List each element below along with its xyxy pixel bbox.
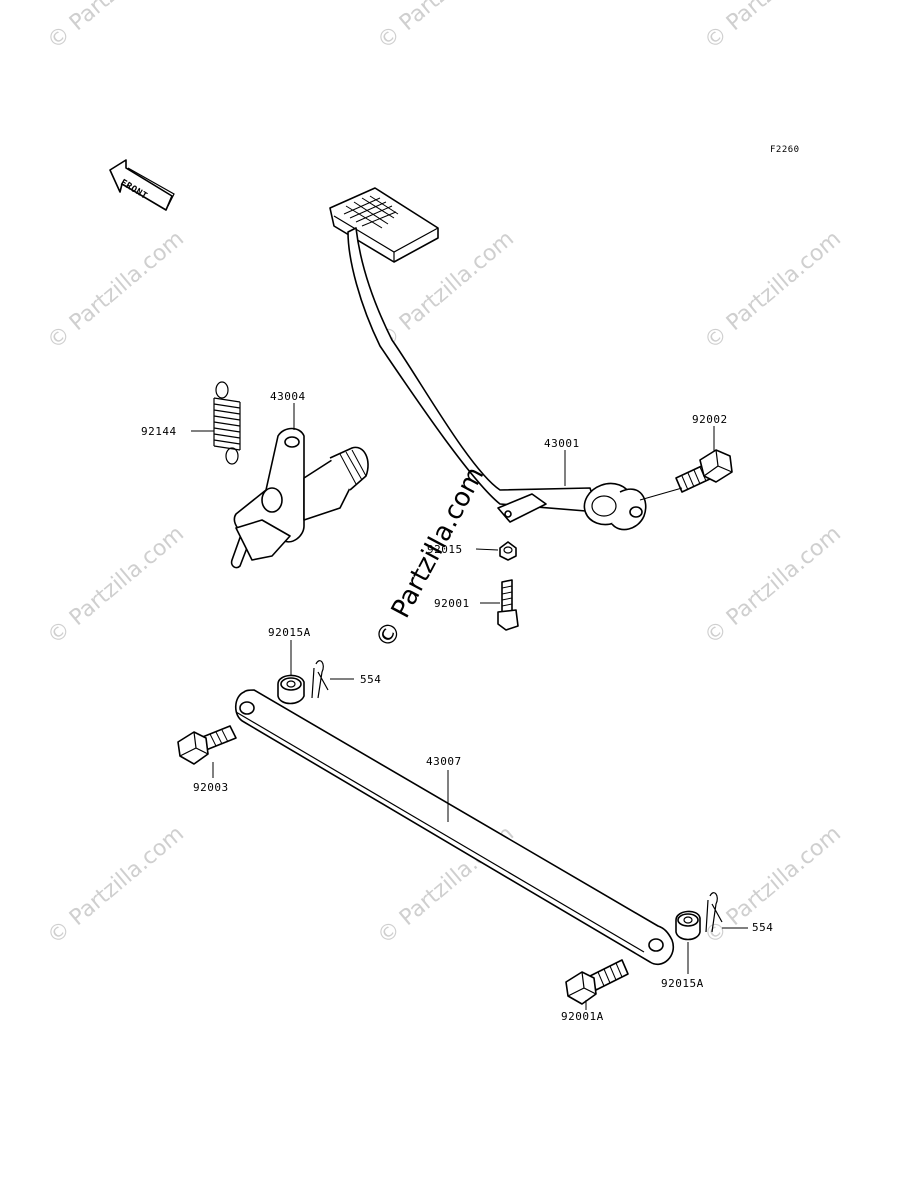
callout-labels: 92144 43004 43001 92002 92015 92001 9201… <box>141 390 773 1023</box>
callout-554-bottom: 554 <box>752 921 773 934</box>
watermark-tile: © Partzilla.com <box>700 521 846 649</box>
brake-shaft-43004 <box>230 427 369 569</box>
bolt-92001A <box>565 959 629 1005</box>
watermark-tile: © Partzilla.com <box>43 0 189 55</box>
callout-92015: 92015 <box>427 543 463 556</box>
callout-554-top: 554 <box>360 673 381 686</box>
figure-ref: F2260 <box>770 145 800 155</box>
leader-lines <box>191 403 748 1010</box>
callout-92015A-bottom: 92015A <box>661 977 704 990</box>
return-spring-92144 <box>213 381 241 465</box>
callout-43004: 43004 <box>270 390 306 403</box>
watermark-tile: © Partzilla.com <box>43 521 189 649</box>
front-arrow-icon: FRONT <box>109 159 175 211</box>
callout-92002: 92002 <box>692 413 728 426</box>
callout-43007: 43007 <box>426 755 462 768</box>
watermark-tile: © Partzilla.com <box>700 0 846 55</box>
nut-92015 <box>499 541 517 561</box>
bolt-92001 <box>497 579 519 631</box>
callout-92001: 92001 <box>434 597 470 610</box>
watermark-center: © Partzilla.com <box>370 462 491 653</box>
callout-92015A-top: 92015A <box>268 626 311 639</box>
brake-rod-43007 <box>234 689 675 965</box>
clip-554-bottom <box>705 892 723 933</box>
nut-92015A-bottom <box>675 910 701 941</box>
pedal-grip-pattern <box>343 195 399 229</box>
nut-92015A-top <box>277 674 305 705</box>
brake-pedal-43001 <box>329 187 647 531</box>
watermark-tile: © Partzilla.com <box>43 226 189 354</box>
watermark-tile: © Partzilla.com <box>373 0 519 55</box>
callout-92144: 92144 <box>141 425 177 438</box>
clip-554-top <box>311 660 329 699</box>
bolt-92003 <box>177 725 237 765</box>
callout-92003: 92003 <box>193 781 229 794</box>
watermark-tile: © Partzilla.com <box>43 821 189 949</box>
callout-92001A: 92001A <box>561 1010 604 1023</box>
watermark-tile: © Partzilla.com <box>700 226 846 354</box>
callout-43001: 43001 <box>544 437 580 450</box>
bolt-92002 <box>675 449 733 493</box>
